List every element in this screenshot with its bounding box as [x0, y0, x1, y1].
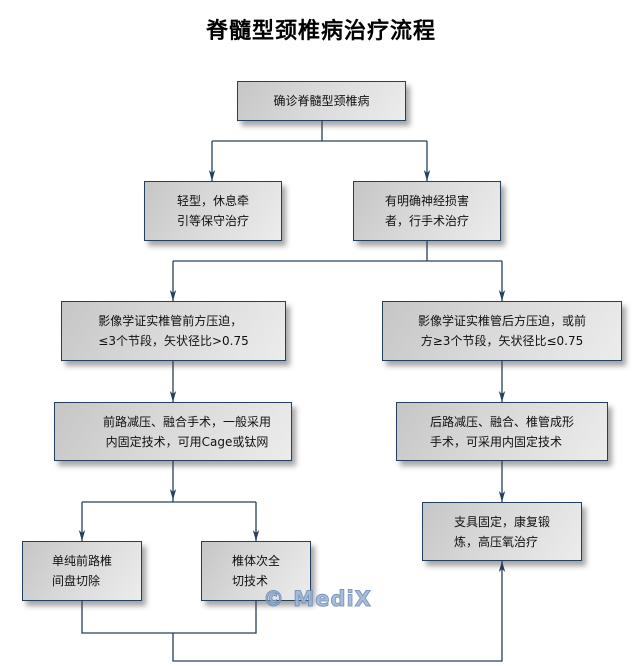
node-line: 单纯前路椎: [51, 554, 112, 568]
node-line: 炼，高压氧治疗: [453, 534, 538, 549]
arrow-to-rehab-bottom-icon: [498, 561, 506, 572]
node-line: 有明确神经损害: [384, 194, 469, 208]
node-line: 影像学证实椎管前方压迫，: [98, 314, 243, 328]
arrow-to-corpectomy-icon: [252, 530, 260, 541]
node-rehab-text: 支具固定，康复锻 炼，高压氧治疗: [454, 512, 550, 552]
diagram-title: 脊髓型颈椎病治疗流程: [205, 19, 436, 44]
node-anterior-surgery: 前路减压、融合手术，一般采用 内固定技术，可用Cage或钛网: [54, 402, 292, 461]
node-line: 轻型，休息牵: [176, 194, 249, 208]
node-posterior-surgery: 后路减压、融合、椎管成形 手术，可采用内固定技术: [396, 402, 608, 461]
node-line: 者，行手术治疗: [384, 214, 469, 228]
node-anterior-compression-text: 影像学证实椎管前方压迫， ≤3个节段，矢状径比>0.75: [98, 311, 248, 351]
node-line: 确诊脊髓型颈椎病: [273, 94, 370, 108]
node-neuro-damage-surgery: 有明确神经损害 者，行手术治疗: [353, 181, 501, 241]
node-mild-text: 轻型，休息牵 引等保守治疗: [177, 191, 249, 231]
node-brace-rehab-hyperbaric: 支具固定，康复锻 炼，高压氧治疗: [422, 502, 582, 561]
node-mild-conservative: 轻型，休息牵 引等保守治疗: [144, 181, 282, 241]
arrow-to-discectomy-icon: [78, 530, 86, 541]
node-line: 间盘切除: [51, 574, 100, 588]
arrow-to-posterior-surgery-icon: [498, 391, 506, 402]
node-posterior-compression-text: 影像学证实椎管后方压迫，或前 方≥3个节段，矢状径比≤0.75: [418, 311, 586, 351]
node-line: 支具固定，康复锻: [453, 514, 550, 529]
node-neuro-damage-text: 有明确神经损害 者，行手术治疗: [385, 191, 469, 231]
node-subtotal-corpectomy: 椎体次全 切技术: [201, 541, 311, 601]
node-line: 切技术: [231, 574, 268, 588]
node-line: 方≥3个节段，矢状径比≤0.75: [420, 334, 584, 348]
arrow-to-rehab-top-icon: [498, 491, 506, 502]
arrow-anterior-surgery-split-icon: [169, 489, 177, 500]
node-discectomy-text: 单纯前路椎 间盘切除: [52, 551, 112, 591]
node-line: 前路减压、融合手术，一般采用: [102, 414, 271, 429]
node-posterior-compression: 影像学证实椎管后方压迫，或前 方≥3个节段，矢状径比≤0.75: [382, 301, 622, 361]
arrow-to-mild-icon: [208, 170, 216, 181]
node-line: ≤3个节段，矢状径比>0.75: [98, 334, 249, 348]
node-anterior-discectomy: 单纯前路椎 间盘切除: [22, 541, 142, 601]
arrow-to-posterior-compression-icon: [498, 290, 506, 301]
node-corpectomy-text: 椎体次全 切技术: [232, 551, 280, 591]
node-posterior-surgery-text: 后路减压、融合、椎管成形 手术，可采用内固定技术: [430, 412, 574, 452]
node-anterior-compression: 影像学证实椎管前方压迫， ≤3个节段，矢状径比>0.75: [61, 301, 286, 361]
node-diagnosis: 确诊脊髓型颈椎病: [237, 81, 406, 121]
node-line: 影像学证实椎管后方压迫，或前: [417, 314, 586, 328]
node-anterior-surgery-text: 前路减压、融合手术，一般采用 内固定技术，可用Cage或钛网: [75, 412, 271, 452]
arrow-to-anterior-compression-icon: [169, 290, 177, 301]
arrow-to-anterior-surgery-icon: [169, 391, 177, 402]
node-line: 内固定技术，可用Cage或钛网: [105, 434, 269, 449]
node-line: 后路减压、融合、椎管成形: [429, 414, 574, 429]
node-line: 引等保守治疗: [176, 214, 249, 228]
node-line: 椎体次全: [231, 554, 280, 568]
medix-watermark: © MediX: [263, 587, 372, 612]
arrow-to-neuro-damage-icon: [423, 170, 431, 181]
node-line: 手术，可采用内固定技术: [429, 434, 562, 449]
connector-merge-to-rehab: [172, 561, 503, 662]
connector-merge-bottom: [81, 601, 257, 634]
node-diagnosis-text: 确诊脊髓型颈椎病: [273, 91, 369, 111]
